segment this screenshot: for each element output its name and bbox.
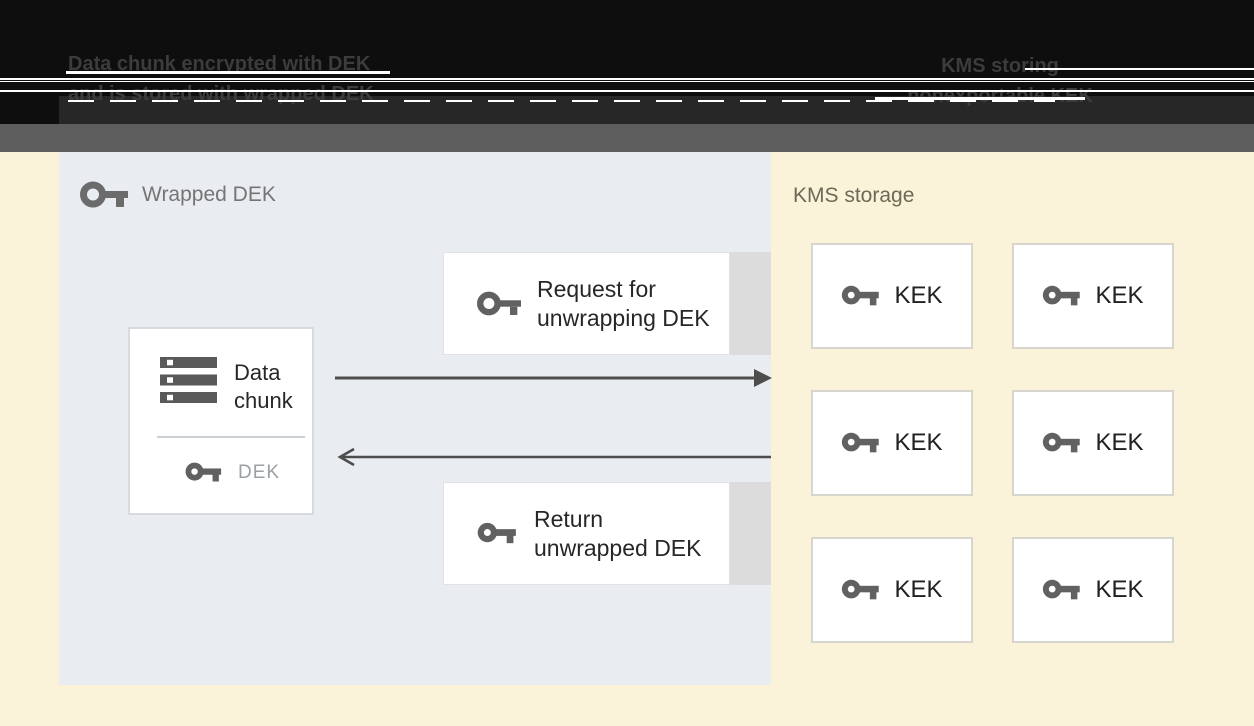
caption-data-chunk: Data chunk encrypted with DEK and is sto… (68, 49, 374, 109)
data-chunk-row: Data chunk (160, 357, 312, 415)
key-filled-icon (841, 429, 881, 457)
kek-label: KEK (1095, 282, 1144, 309)
key-filled-icon (841, 576, 881, 604)
kek-box: KEK (811, 537, 973, 643)
request-box-shadow (730, 252, 771, 355)
glitch-line (0, 90, 1254, 92)
kek-box: KEK (811, 390, 973, 496)
kek-box: KEK (1012, 537, 1174, 643)
server-stack-icon (160, 357, 217, 403)
glitch-line (0, 78, 1254, 80)
return-box-shadow (730, 482, 771, 585)
kek-box: KEK (811, 243, 973, 349)
key-filled-icon (841, 282, 881, 310)
glitch-line (1025, 68, 1254, 70)
key-filled-icon (477, 519, 518, 548)
glitch-line (875, 97, 1085, 100)
dek-row: DEK (185, 459, 280, 486)
key-outline-icon (80, 178, 128, 211)
key-outline-icon (477, 288, 521, 319)
data-chunk-title: Data chunk (234, 360, 293, 413)
data-chunk-box: Data chunk DEK (128, 327, 314, 515)
return-unwrapped-box: Return unwrapped DEK (443, 482, 730, 585)
header-banner: Data chunk encrypted with DEK and is sto… (0, 0, 1254, 124)
wrapped-dek-header: Wrapped DEK (80, 178, 276, 211)
glitch-line (0, 81, 1254, 82)
key-filled-icon (1042, 576, 1082, 604)
request-arrow-right (335, 369, 772, 387)
key-filled-icon (1042, 282, 1082, 310)
key-filled-icon (1042, 429, 1082, 457)
caption-data-chunk-line2: and is stored with wrapped DEK (68, 83, 374, 105)
glitch-dashed-line (68, 100, 1055, 102)
kms-storage-label: KMS storage (793, 184, 915, 207)
dek-label: DEK (238, 461, 281, 483)
return-arrow-left (337, 447, 771, 467)
kek-label: KEK (1095, 576, 1144, 603)
wrapped-dek-panel: Wrapped DEK Data chunk DEK (59, 152, 772, 685)
caption-kms-line2: nonexportable KEK (907, 85, 1093, 107)
kek-label: KEK (1095, 429, 1144, 456)
kek-label: KEK (894, 429, 943, 456)
divider-band (0, 124, 1254, 152)
key-filled-icon (185, 459, 223, 486)
data-chunk-divider (157, 436, 305, 438)
request-unwrap-text: Request for unwrapping DEK (537, 275, 710, 331)
kek-box: KEK (1012, 243, 1174, 349)
request-unwrap-box: Request for unwrapping DEK (443, 252, 730, 355)
kek-label: KEK (894, 282, 943, 309)
caption-data-chunk-line1: Data chunk encrypted with DEK (68, 53, 371, 75)
glitch-line (66, 71, 390, 74)
kek-label: KEK (894, 576, 943, 603)
return-unwrapped-text: Return unwrapped DEK (534, 505, 702, 561)
wrapped-dek-label: Wrapped DEK (142, 182, 276, 206)
caption-kms-line1: KMS storing (941, 55, 1059, 77)
kek-box: KEK (1012, 390, 1174, 496)
